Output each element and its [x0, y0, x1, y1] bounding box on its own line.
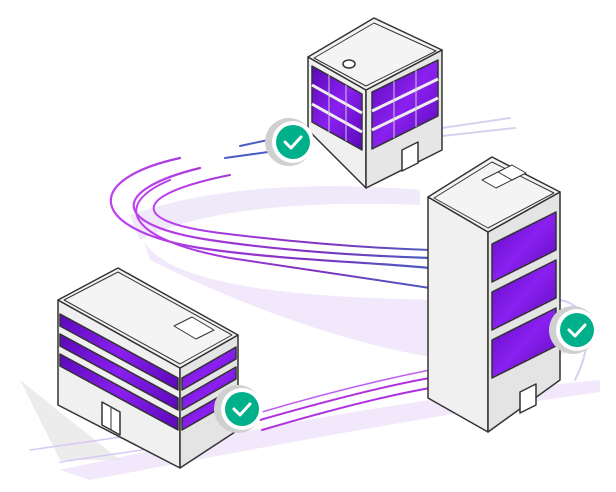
tall-building: [427, 156, 561, 433]
check-icon: [232, 402, 252, 417]
check-badge-tall: [549, 306, 598, 354]
low-building: [57, 267, 239, 469]
check-icon: [283, 135, 303, 150]
top-building: [307, 17, 443, 189]
connection-lines: [29, 117, 588, 463]
check-icon: [567, 323, 587, 338]
check-badge-top: [265, 118, 314, 166]
check-badge-low: [214, 385, 263, 433]
